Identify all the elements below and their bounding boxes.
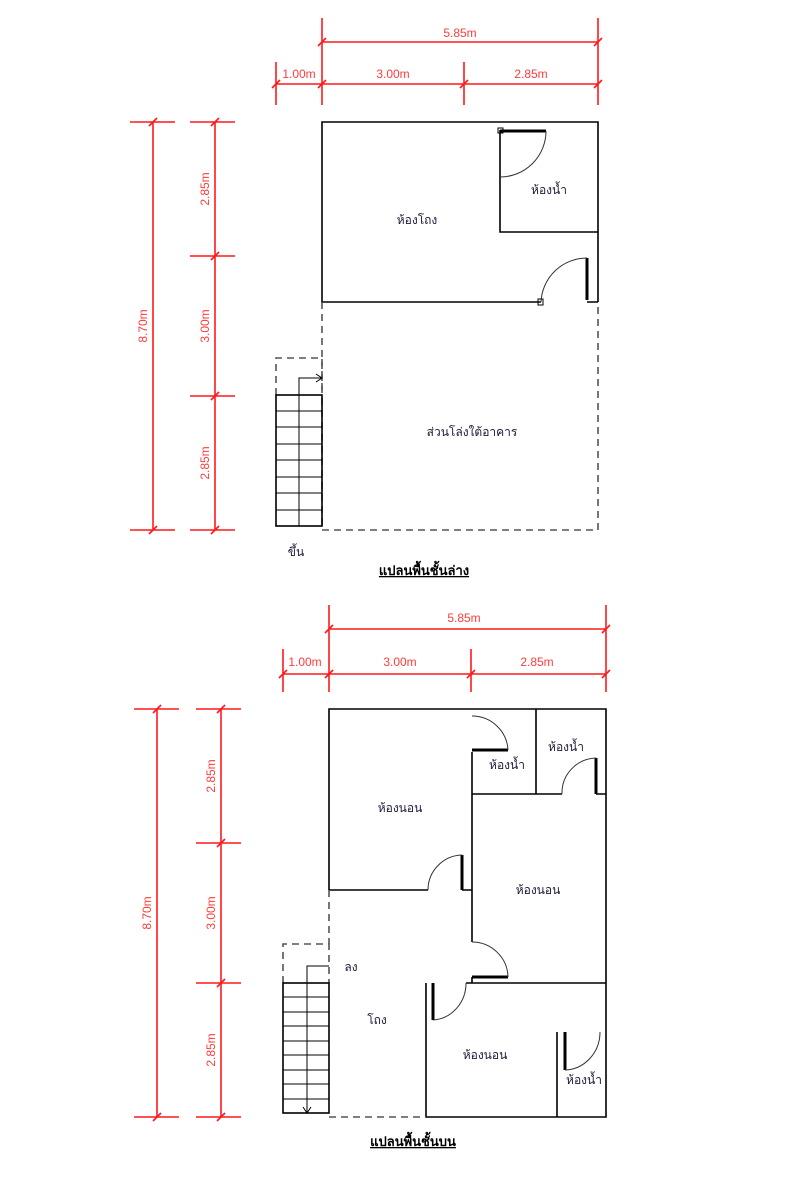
room-label-bathroom: ห้องน้ำ — [531, 181, 567, 197]
stair-label: ลง — [344, 960, 357, 974]
room-label-bathroom-1: ห้องน้ำ — [489, 756, 525, 772]
walls — [328, 708, 607, 1118]
ground-floor-plan: 5.85m 3.00m 2.85m 1.00m 8.70m 2.85m 3.00… — [130, 18, 603, 579]
dim-width-b: 2.85m — [520, 655, 553, 669]
dim-depth-c: 2.85m — [198, 446, 212, 479]
stair-label: ขึ้น — [288, 543, 304, 559]
dim-depth-a: 2.85m — [198, 172, 212, 205]
stairs — [282, 943, 330, 1114]
stairs — [275, 357, 323, 527]
dim-total-depth: 8.70m — [136, 309, 150, 342]
room-label-bedroom-2: ห้องนอน — [516, 883, 561, 897]
dim-total-depth: 8.70m — [140, 896, 154, 929]
room-label-bathroom-3: ห้องน้ำ — [566, 1071, 602, 1087]
horizontal-dimensions: 5.85m 3.00m 2.85m 1.00m — [278, 605, 611, 692]
doors — [427, 715, 601, 1071]
plan-title-upper: แปลนพื้นชั้นบน — [370, 1131, 456, 1150]
room-label-hall: ห้องโถง — [397, 213, 438, 227]
dim-depth-c: 2.85m — [204, 1033, 218, 1066]
vertical-dimensions: 8.70m 2.85m 3.00m 2.85m — [134, 704, 241, 1122]
room-label-open-area: ส่วนโล่งใต้อาคาร — [427, 425, 518, 439]
dim-depth-b: 3.00m — [204, 896, 218, 929]
horizontal-dimensions: 5.85m 3.00m 2.85m 1.00m — [271, 18, 603, 105]
room-label-hall: โถง — [367, 1013, 387, 1027]
dim-total-width: 5.85m — [443, 26, 476, 40]
upper-floor-plan: 5.85m 3.00m 2.85m 1.00m 8.70m 2.85m 3.00… — [134, 605, 611, 1150]
dim-depth-b: 3.00m — [198, 309, 212, 342]
doors — [497, 127, 589, 306]
dim-depth-a: 2.85m — [204, 759, 218, 792]
room-label-bathroom-2: ห้องน้ำ — [548, 738, 584, 754]
room-label-bedroom-1: ห้องนอน — [378, 801, 423, 815]
room-label-bedroom-3: ห้องนอน — [463, 1048, 508, 1062]
dim-width-a: 3.00m — [383, 655, 416, 669]
dim-total-width: 5.85m — [447, 611, 480, 625]
stair-down-arrow-icon — [302, 965, 329, 1114]
plan-title-ground: แปลนพื้นชั้นล่าง — [379, 560, 469, 579]
dim-width-a: 3.00m — [376, 67, 409, 81]
dim-width-b: 2.85m — [514, 67, 547, 81]
dim-offset: 1.00m — [288, 655, 321, 669]
stair-up-arrow-icon — [298, 373, 323, 395]
vertical-dimensions: 8.70m 2.85m 3.00m 2.85m — [130, 117, 235, 535]
dim-offset: 1.00m — [282, 67, 315, 81]
